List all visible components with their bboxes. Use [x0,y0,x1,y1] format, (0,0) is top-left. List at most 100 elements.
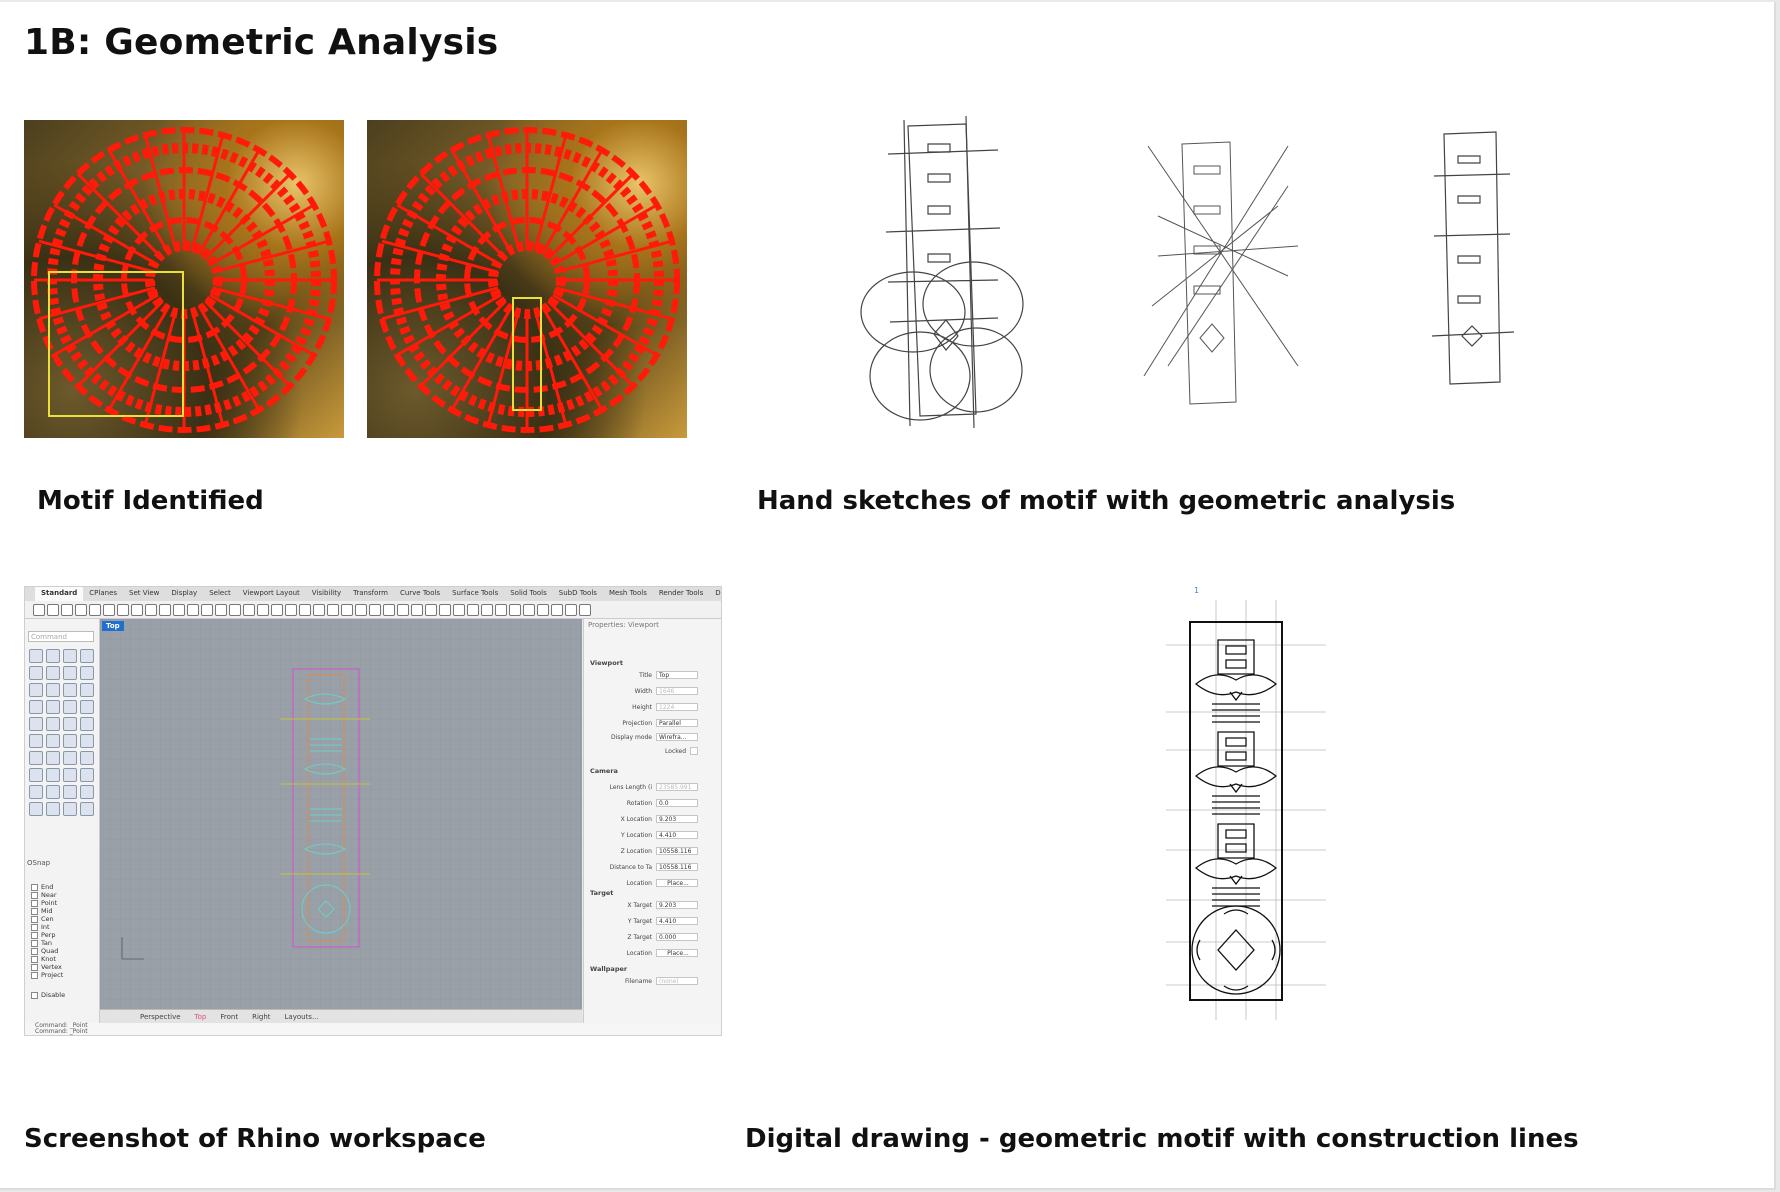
toolbar-command-icon[interactable] [243,603,255,616]
tool-icon[interactable] [29,734,43,748]
rhino-tab[interactable]: Mesh Tools [608,589,647,597]
osnap-checkbox[interactable]: Project [31,971,65,979]
toolbar-command-icon[interactable] [75,603,87,616]
property-value[interactable]: 10558.116 [656,863,698,871]
toolbar-command-icon[interactable] [313,603,325,616]
tool-icon[interactable] [46,700,60,714]
command-input[interactable]: Command [28,631,94,642]
toolbar-command-icon[interactable] [117,603,129,616]
tool-icon[interactable] [46,649,60,663]
property-value[interactable]: Top [656,671,698,679]
tool-icon[interactable] [80,649,94,663]
property-value[interactable]: (none) [656,977,698,985]
tool-icon[interactable] [80,666,94,680]
toolbar-command-icon[interactable] [439,603,451,616]
osnap-checkbox[interactable]: Mid [31,907,65,915]
tool-icon[interactable] [80,734,94,748]
rhino-tab[interactable]: SubD Tools [558,589,597,597]
tool-icon[interactable] [80,802,94,816]
tool-icon[interactable] [80,751,94,765]
tool-icon[interactable] [80,768,94,782]
toolbar-command-icon[interactable] [159,603,171,616]
tool-icon[interactable] [46,734,60,748]
osnap-checkbox[interactable]: Cen [31,915,65,923]
viewport-tab[interactable]: Front [220,1012,239,1021]
tool-icon[interactable] [29,751,43,765]
tool-icon[interactable] [80,700,94,714]
toolbar-command-icon[interactable] [551,603,563,616]
rhino-tab[interactable]: Drafting [715,589,721,597]
toolbar-command-icon[interactable] [131,603,143,616]
tool-icon[interactable] [46,666,60,680]
rhino-tab[interactable]: Render Tools [658,589,704,597]
rhino-tab[interactable]: Surface Tools [452,589,499,597]
viewport-top[interactable]: Top [100,619,582,1009]
toolbar-command-icon[interactable] [299,603,311,616]
tool-icon[interactable] [46,717,60,731]
toolbar-command-icon[interactable] [285,603,297,616]
tool-icon[interactable] [29,717,43,731]
tool-icon[interactable] [29,683,43,697]
rhino-tab[interactable]: Visibility [311,589,342,597]
osnap-disable[interactable]: Disable [31,991,65,999]
toolbar-command-icon[interactable] [481,603,493,616]
viewport-tab[interactable]: Perspective [140,1012,181,1021]
toolbar-command-icon[interactable] [425,603,437,616]
viewport-tab[interactable]: Right [252,1012,271,1021]
property-value[interactable]: 23585.991 [656,783,698,791]
viewport-tab[interactable]: Layouts... [284,1012,319,1021]
rhino-tab[interactable]: Viewport Layout [242,589,300,597]
toolbar-command-icon[interactable] [495,603,507,616]
rhino-tab[interactable]: CPlanes [89,589,118,597]
toolbar-command-icon[interactable] [467,603,479,616]
tool-icon[interactable] [29,649,43,663]
tool-icon[interactable] [80,785,94,799]
osnap-checkbox[interactable]: Point [31,899,65,907]
toolbar-command-icon[interactable] [383,603,395,616]
tool-icon[interactable] [29,700,43,714]
toolbar-command-icon[interactable] [187,603,199,616]
tool-icon[interactable] [46,768,60,782]
toolbar-command-icon[interactable] [173,603,185,616]
toolbar-command-icon[interactable] [103,603,115,616]
tool-icon[interactable] [63,802,77,816]
toolbar-command-icon[interactable] [453,603,465,616]
tool-icon[interactable] [29,666,43,680]
toolbar-command-icon[interactable] [61,603,73,616]
tool-icon[interactable] [46,802,60,816]
tool-icon[interactable] [46,751,60,765]
toolbar-command-icon[interactable] [145,603,157,616]
toolbar-command-icon[interactable] [89,603,101,616]
tool-icon[interactable] [63,683,77,697]
tool-icon[interactable] [29,768,43,782]
tool-icon[interactable] [63,751,77,765]
property-value[interactable]: 4.410 [656,831,698,839]
toolbar-command-icon[interactable] [327,603,339,616]
toolbar-command-icon[interactable] [579,603,591,616]
toolbar-command-icon[interactable] [271,603,283,616]
property-value[interactable]: 9.203 [656,901,698,909]
toolbar-command-icon[interactable] [509,603,521,616]
toolbar-command-icon[interactable] [355,603,367,616]
property-value[interactable]: Parallel [656,719,698,727]
rhino-tab[interactable]: Curve Tools [399,589,441,597]
rhino-tab[interactable]: Display [171,589,198,597]
osnap-checkbox[interactable]: Int [31,923,65,931]
tool-icon[interactable] [80,683,94,697]
toolbar-command-icon[interactable] [537,603,549,616]
property-value[interactable]: 9.203 [656,815,698,823]
property-value[interactable] [690,747,698,755]
toolbar-command-icon[interactable] [341,603,353,616]
rhino-tab[interactable]: Select [209,589,231,597]
property-value[interactable]: 0.000 [656,933,698,941]
property-value[interactable]: 10558.116 [656,847,698,855]
toolbar-command-icon[interactable] [257,603,269,616]
tool-icon[interactable] [63,666,77,680]
toolbar-command-icon[interactable] [33,603,45,616]
tool-icon[interactable] [29,785,43,799]
viewport-label[interactable]: Top [102,621,124,631]
tool-icon[interactable] [63,785,77,799]
toolbar-command-icon[interactable] [229,603,241,616]
tool-icon[interactable] [63,649,77,663]
rhino-tab[interactable]: Transform [353,589,388,597]
